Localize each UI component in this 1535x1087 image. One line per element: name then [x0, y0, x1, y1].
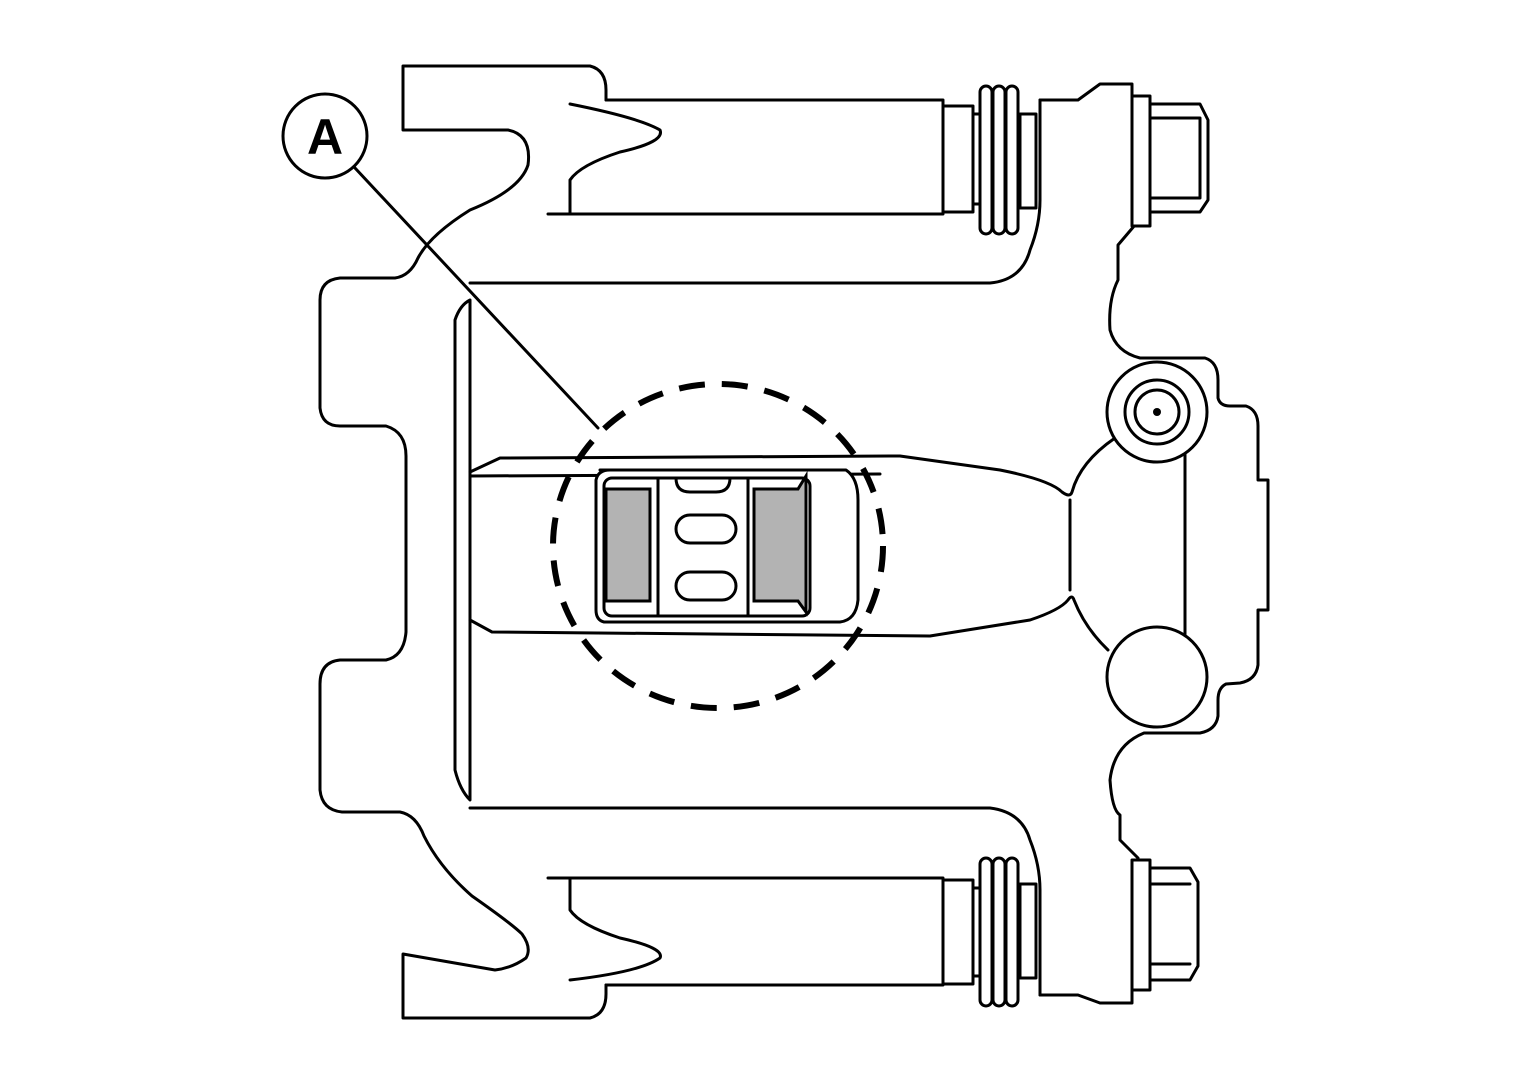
bracket-inner-frame: [468, 98, 1042, 997]
caliper-body-outline: [318, 64, 608, 1020]
upper-guide-pin-sleeve: [941, 104, 975, 214]
bleeder-valve: [1105, 360, 1209, 464]
pad-slot-top: [674, 476, 732, 494]
upper-guide-bolt: [1130, 94, 1210, 228]
lower-guide-pin-collar: [1018, 882, 1038, 980]
callout-a: A: [281, 92, 369, 180]
upper-guide-pin-collar: [1018, 112, 1038, 210]
bracket-left-rail: [453, 298, 472, 802]
callout-circle: [281, 92, 369, 180]
lower-boss: [1105, 625, 1209, 729]
lower-guide-pin-body: [546, 876, 945, 987]
pad-clip-edges: [656, 476, 750, 618]
right-pad-friction-material: [752, 470, 808, 617]
brake-pad-assembly: [594, 468, 860, 624]
upper-guide-pin-body: [546, 98, 945, 216]
highlight-dashed-circle: [550, 381, 886, 711]
left-pad-friction-material: [604, 487, 652, 603]
lower-guide-pin-sleeve: [941, 878, 975, 986]
lower-boot-bellows: [978, 856, 1020, 1008]
callout-leader-line: [353, 166, 600, 430]
pad-slot-lower: [674, 570, 738, 602]
caliper-bridge-beam: [468, 436, 1117, 652]
pad-slot-upper: [674, 513, 738, 545]
upper-boot-bellows: [978, 84, 1020, 236]
lower-guide-bolt: [1130, 858, 1200, 992]
piston-housing-outline: [1038, 82, 1270, 1005]
callout-label: A: [307, 109, 343, 165]
pad-backing-plate: [602, 476, 812, 618]
